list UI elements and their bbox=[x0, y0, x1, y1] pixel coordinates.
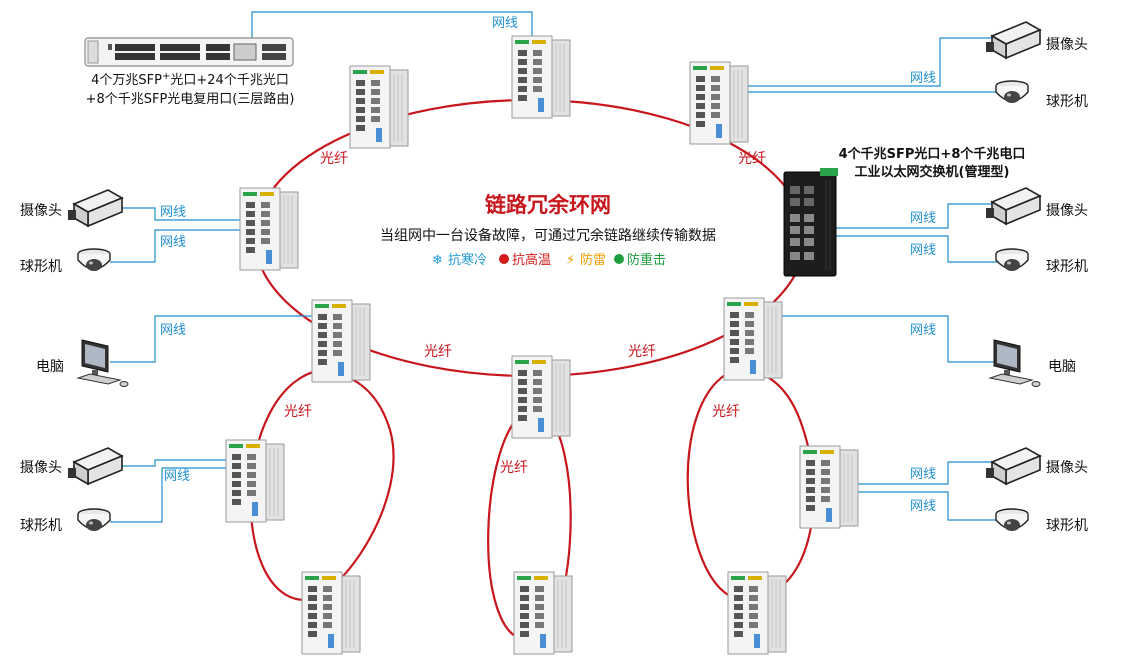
dome-label: 球形机 bbox=[1046, 518, 1088, 534]
core-rack-switch bbox=[84, 37, 294, 67]
dome-label: 球形机 bbox=[1046, 94, 1088, 110]
net-label: 网线 bbox=[910, 211, 936, 226]
net-label: 网线 bbox=[160, 323, 186, 338]
managed-switch bbox=[783, 168, 838, 277]
net-label: 网线 bbox=[160, 205, 186, 220]
ring-switch-left bbox=[239, 187, 299, 271]
right-subring bbox=[686, 366, 815, 602]
ring-switch-bottom bbox=[511, 355, 571, 439]
dome-label: 球形机 bbox=[20, 518, 62, 534]
dome-camera-icon bbox=[77, 248, 111, 272]
dome-label: 球形机 bbox=[20, 259, 62, 275]
camera-label: 摄像头 bbox=[20, 203, 62, 219]
dome-camera-icon bbox=[77, 508, 111, 532]
diagram-subtitle: 当组网中一台设备故障，可通过冗余链路继续传输数据 bbox=[380, 227, 716, 244]
camera-icon bbox=[985, 21, 1041, 59]
fiber-label: 光纤 bbox=[320, 151, 348, 167]
dome-camera-icon bbox=[995, 248, 1029, 272]
core-switch-line1: 4个万兆SFP+光口+24个千兆光口 bbox=[91, 71, 289, 88]
fiber-label: 光纤 bbox=[712, 404, 740, 420]
lightning-icon: ⚡ bbox=[566, 253, 575, 268]
wire-l-camera bbox=[122, 207, 248, 221]
net-label: 网线 bbox=[164, 469, 190, 484]
wire-ms-dome bbox=[812, 235, 1000, 263]
wire-br-dome bbox=[830, 491, 1000, 521]
net-label: 网线 bbox=[910, 243, 936, 258]
camera-icon bbox=[985, 447, 1041, 485]
fiber-label: 光纤 bbox=[628, 344, 656, 360]
wire-l-dome bbox=[110, 229, 248, 263]
wire-bl-dome bbox=[110, 467, 232, 523]
camera-label: 摄像头 bbox=[1046, 460, 1088, 476]
wire-pc-left bbox=[110, 315, 318, 363]
pc-label: 电脑 bbox=[1048, 359, 1076, 375]
snowflake-icon: ❄ bbox=[432, 253, 443, 268]
fiber-label: 光纤 bbox=[284, 404, 312, 420]
feature-heat: 抗高温 bbox=[512, 252, 551, 268]
ring-switch-bottom-right bbox=[723, 297, 783, 381]
sub-switch-bottom-middle bbox=[513, 571, 573, 655]
camera-label: 摄像头 bbox=[1046, 203, 1088, 219]
net-label: 网线 bbox=[910, 467, 936, 482]
camera-label: 摄像头 bbox=[1046, 37, 1088, 53]
impact-icon bbox=[614, 254, 624, 264]
sub-switch-left bbox=[225, 439, 285, 523]
net-label: 网线 bbox=[492, 16, 518, 31]
fiber-label: 光纤 bbox=[738, 151, 766, 167]
wire-ms-camera bbox=[812, 203, 1000, 229]
feature-cold: 抗寒冷 bbox=[448, 252, 487, 268]
wire-br-camera bbox=[830, 461, 1000, 485]
camera-label: 摄像头 bbox=[20, 460, 62, 476]
wire-tr-camera bbox=[712, 37, 1000, 87]
sub-switch-right bbox=[799, 445, 859, 529]
pc-label: 电脑 bbox=[36, 359, 64, 375]
ring-switch-top-right bbox=[689, 61, 749, 145]
wire-pc-right bbox=[752, 315, 1000, 363]
net-label: 网线 bbox=[910, 323, 936, 338]
sub-switch-bottom-left bbox=[301, 571, 361, 655]
managed-switch-line1: 4个千兆SFP光口+8个千兆电口 bbox=[839, 146, 1026, 162]
camera-icon bbox=[67, 447, 123, 485]
feature-impact: 防重击 bbox=[627, 252, 666, 268]
sun-icon bbox=[499, 254, 509, 264]
wire-bl-camera bbox=[122, 459, 232, 467]
computer-icon bbox=[989, 339, 1041, 387]
dome-camera-icon bbox=[995, 508, 1029, 532]
net-label: 网线 bbox=[910, 499, 936, 514]
ring-switch-top-left bbox=[349, 65, 409, 149]
net-label: 网线 bbox=[910, 71, 936, 86]
fiber-label: 光纤 bbox=[424, 344, 452, 360]
net-label: 网线 bbox=[160, 235, 186, 250]
dome-label: 球形机 bbox=[1046, 259, 1088, 275]
sub-switch-bottom-right bbox=[727, 571, 787, 655]
wire-core-to-top bbox=[251, 11, 533, 40]
diagram-title: 链路冗余环网 bbox=[485, 193, 611, 217]
camera-icon bbox=[67, 189, 123, 227]
ring-switch-top bbox=[511, 35, 571, 119]
feature-row: ❄ 抗寒冷 抗高温 ⚡ 防雷 防重击 bbox=[432, 252, 666, 268]
dome-camera-icon bbox=[995, 80, 1029, 104]
feature-lightning: 防雷 bbox=[580, 252, 606, 268]
ring-switch-bottom-left bbox=[311, 299, 371, 383]
managed-switch-line2: 工业以太网交换机(管理型) bbox=[855, 164, 1010, 180]
fiber-label: 光纤 bbox=[500, 460, 528, 476]
camera-icon bbox=[985, 187, 1041, 225]
computer-icon bbox=[77, 339, 129, 387]
core-switch-line2: +8个千兆SFP光电复用口(三层路由) bbox=[86, 91, 295, 107]
